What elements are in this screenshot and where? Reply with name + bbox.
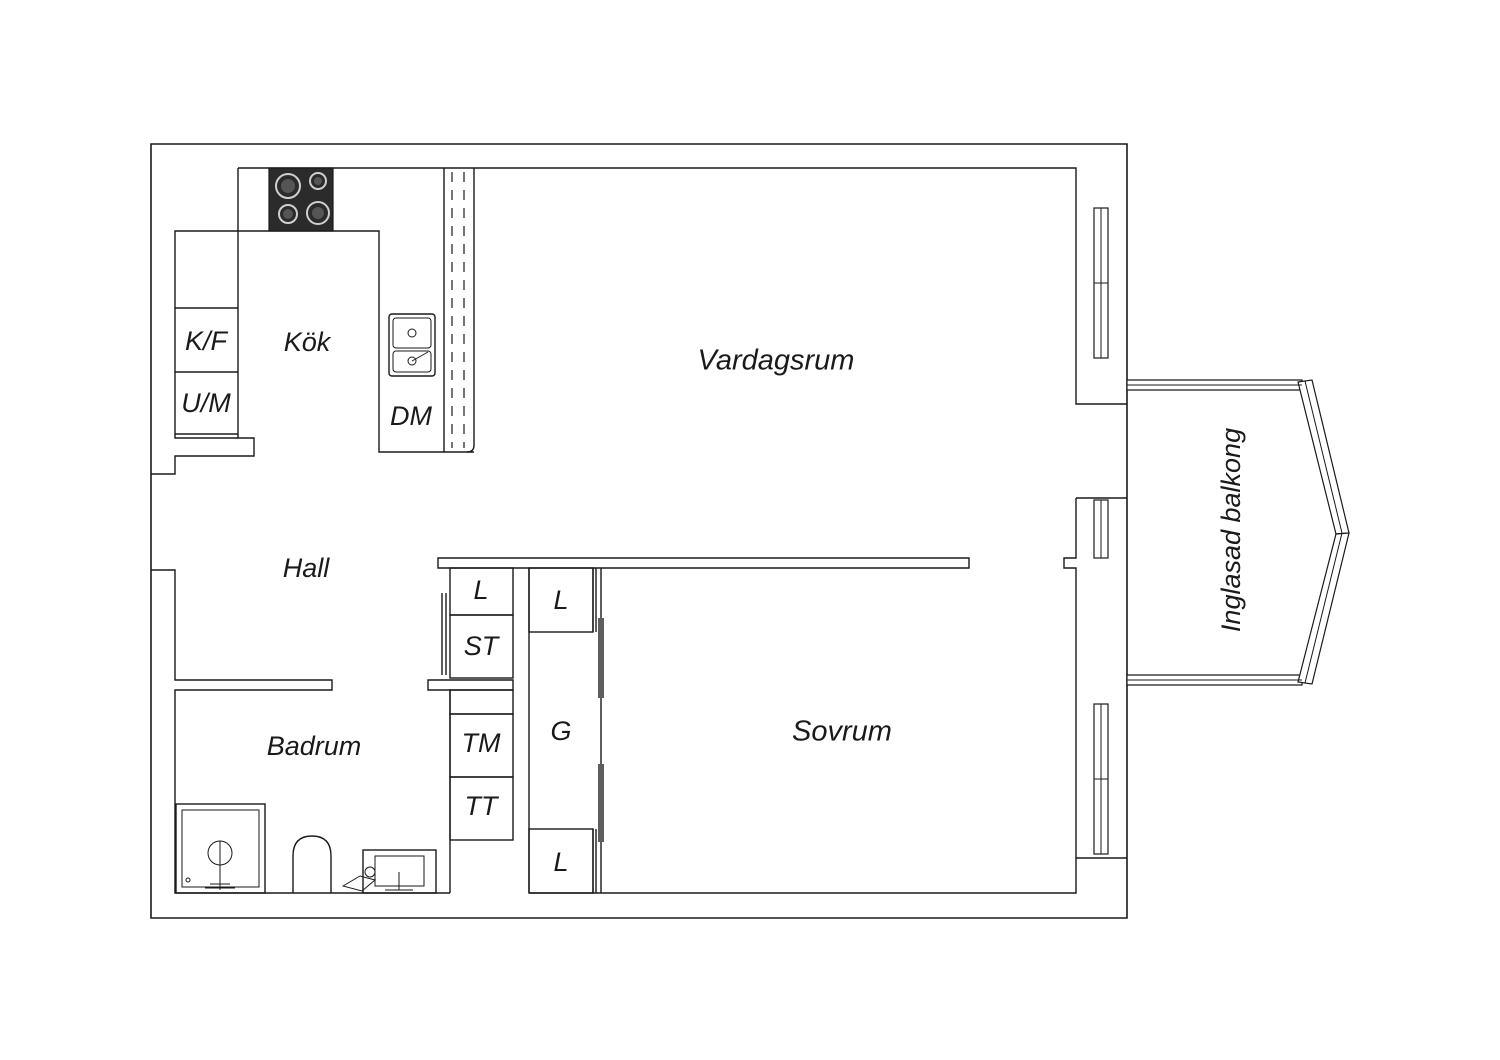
hall-closets <box>427 557 970 691</box>
outer-walls <box>150 143 1128 919</box>
window-top <box>1093 207 1109 359</box>
bathroom-sink-icon <box>341 849 437 894</box>
label-cleaning-closet: ST <box>464 631 501 661</box>
label-washing-machine: TM <box>462 728 501 758</box>
label-walk-in-closet: G <box>550 716 571 746</box>
label-closet-bottom: L <box>553 847 568 877</box>
room-labels: Kök Vardagsrum Hall Badrum Sovrum Inglas… <box>267 327 1246 761</box>
label-oven-microwave: U/M <box>181 388 231 418</box>
stove-icon <box>268 167 334 232</box>
label-tumble-dryer: TT <box>465 791 500 821</box>
toilet-icon <box>292 835 332 893</box>
label-balcony: Inglasad balkong <box>1216 428 1246 632</box>
shower-icon <box>175 803 266 894</box>
label-bathroom: Badrum <box>267 731 362 761</box>
label-living-room: Vardagsrum <box>698 345 855 377</box>
label-hall: Hall <box>283 553 331 583</box>
fixture-labels: K/F U/M DM L ST TM TT G L L <box>181 326 571 877</box>
label-closet-top: L <box>553 585 568 615</box>
window-bottom <box>1093 703 1109 855</box>
kitchen-sink-icon <box>388 313 436 377</box>
glazed-balcony <box>1126 379 1350 686</box>
window-middle <box>1093 499 1109 559</box>
label-closet-hall: L <box>473 575 488 605</box>
label-kitchen: Kök <box>284 327 332 357</box>
laundry-column <box>449 689 514 893</box>
label-bedroom: Sovrum <box>792 716 892 748</box>
label-fridge-freezer: K/F <box>185 326 229 356</box>
label-dishwasher: DM <box>390 401 432 431</box>
walk-in-closet <box>528 567 604 894</box>
